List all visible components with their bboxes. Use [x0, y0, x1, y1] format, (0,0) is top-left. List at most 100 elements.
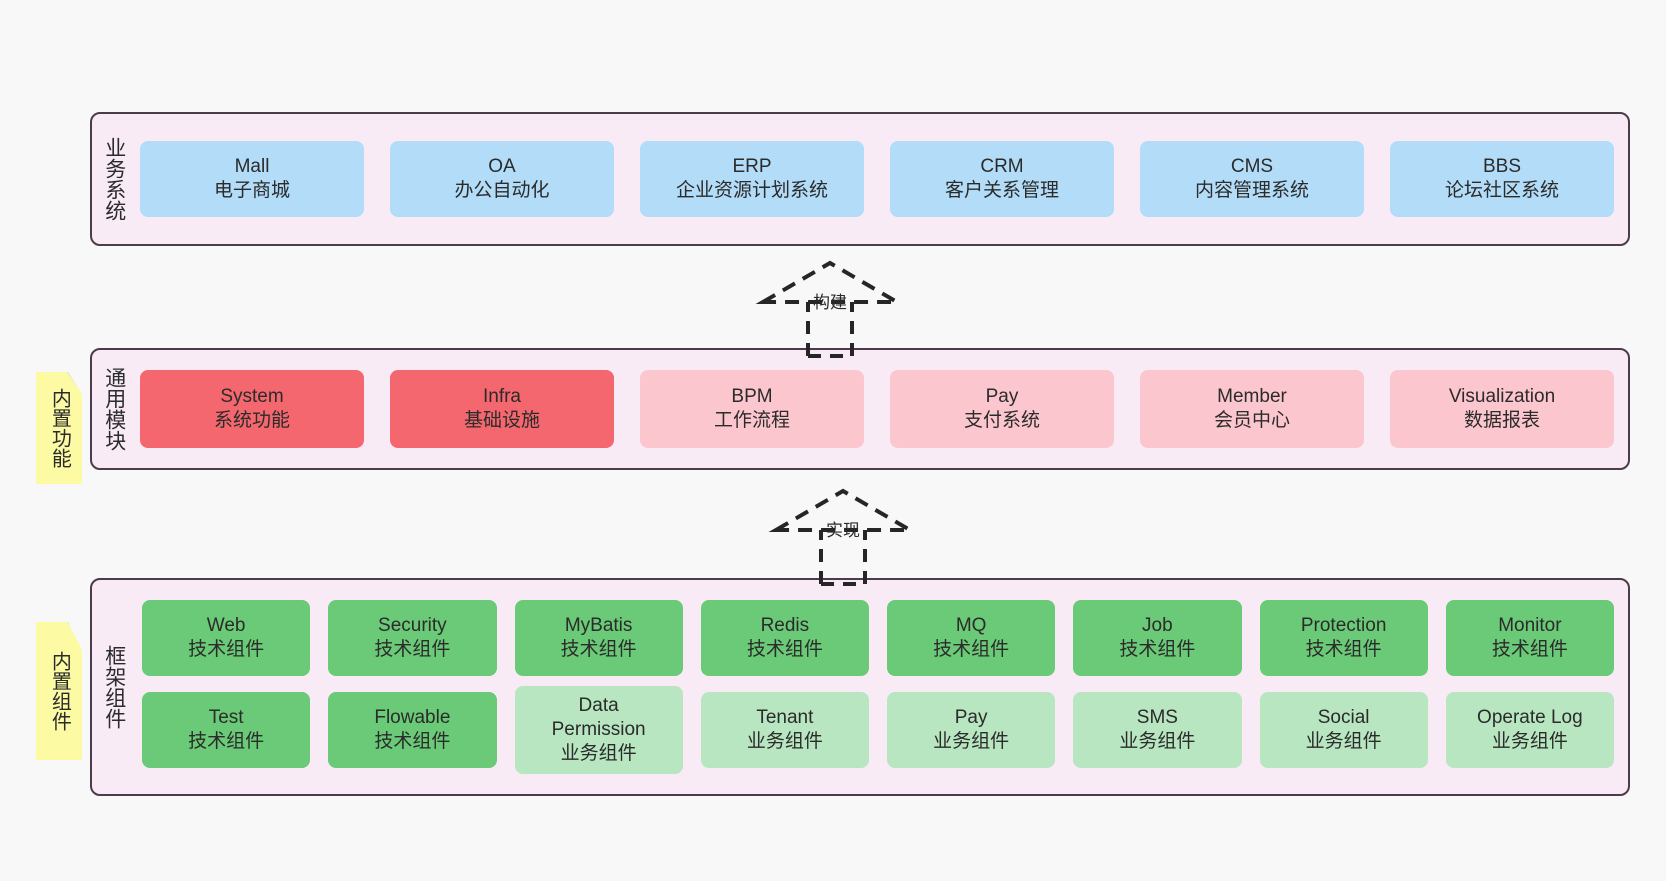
node-job[interactable]: Job 技术组件	[1073, 600, 1242, 676]
connector-build-label: 构建	[813, 293, 847, 312]
node-subtitle: 技术组件	[746, 639, 823, 660]
node-subtitle: 技术组件	[1491, 639, 1568, 660]
node-title: Job	[1142, 614, 1173, 636]
node-title: Redis	[760, 614, 810, 636]
node-subtitle: 业务组件	[746, 731, 823, 752]
node-mall[interactable]: Mall 电子商城	[140, 141, 364, 217]
node-sms[interactable]: SMS 业务组件	[1073, 692, 1242, 768]
node-title: System	[220, 385, 284, 407]
node-subtitle: 办公自动化	[454, 180, 550, 201]
node-subtitle: 技术组件	[374, 639, 451, 660]
layer-title-common-module: 通用模块	[102, 367, 126, 451]
node-subtitle: 业务组件	[933, 731, 1010, 752]
connector-implement-arrow	[768, 488, 918, 586]
node-mq[interactable]: MQ 技术组件	[887, 600, 1056, 676]
node-subtitle: 工作流程	[713, 410, 790, 431]
layer-title-business-system: 业务系统	[102, 137, 126, 221]
node-crm[interactable]: CRM 客户关系管理	[890, 141, 1114, 217]
layer-body-framework-component: Web 技术组件 Security 技术组件 MyBatis 技术组件 Redi…	[136, 580, 1628, 794]
node-title: Visualization	[1448, 385, 1556, 407]
node-pay[interactable]: Pay 支付系统	[890, 370, 1114, 448]
node-subtitle: 基础设施	[463, 410, 540, 431]
node-subtitle: 技术组件	[188, 639, 265, 660]
node-title: Web	[206, 614, 246, 636]
layer-common-module: 通用模块 System 系统功能 Infra 基础设施 BPM 工作流程 Pay…	[90, 348, 1630, 470]
node-title: MyBatis	[564, 614, 633, 636]
node-subtitle: 业务组件	[1491, 731, 1568, 752]
node-cms[interactable]: CMS 内容管理系统	[1140, 141, 1364, 217]
node-erp[interactable]: ERP 企业资源计划系统	[640, 141, 864, 217]
note-label: 内置功能	[48, 388, 71, 468]
node-title: Social	[1317, 706, 1370, 728]
node-security[interactable]: Security 技术组件	[328, 600, 497, 676]
node-data-permission[interactable]: Data Permission 业务组件	[514, 686, 683, 774]
note-builtin-component: 内置组件	[36, 622, 82, 760]
node-visualization[interactable]: Visualization 数据报表	[1390, 370, 1614, 448]
node-title: Pay	[954, 706, 988, 728]
node-subtitle: 业务组件	[1305, 731, 1382, 752]
node-subtitle: 电子商城	[213, 180, 290, 201]
node-social[interactable]: Social 业务组件	[1259, 692, 1428, 768]
node-subtitle: 技术组件	[188, 731, 265, 752]
node-bpm[interactable]: BPM 工作流程	[640, 370, 864, 448]
layer-body-common-module: System 系统功能 Infra 基础设施 BPM 工作流程 Pay 支付系统…	[136, 350, 1628, 468]
node-bbs[interactable]: BBS 论坛社区系统	[1390, 141, 1614, 217]
node-title: BBS	[1482, 155, 1522, 177]
node-title: Protection	[1300, 614, 1387, 636]
note-fold-corner-icon	[67, 622, 82, 644]
node-subtitle: 技术组件	[933, 639, 1010, 660]
connector-build: 构建	[755, 258, 945, 358]
node-title: SMS	[1136, 706, 1178, 728]
node-title: ERP	[732, 155, 772, 177]
node-monitor[interactable]: Monitor 技术组件	[1445, 600, 1614, 676]
node-flowable[interactable]: Flowable 技术组件	[328, 692, 497, 768]
layer-row: Mall 电子商城 OA 办公自动化 ERP 企业资源计划系统 CRM 客户关系…	[140, 141, 1614, 217]
node-title: BPM	[731, 385, 773, 407]
node-subtitle: 技术组件	[1305, 639, 1382, 660]
node-subtitle: 会员中心	[1213, 410, 1290, 431]
node-pay-component[interactable]: Pay 业务组件	[887, 692, 1056, 768]
layer-row: Test 技术组件 Flowable 技术组件 Data Permission …	[142, 686, 1614, 774]
connector-implement: 实现	[768, 488, 958, 588]
node-title: Operate Log	[1477, 706, 1583, 728]
node-oa[interactable]: OA 办公自动化	[390, 141, 614, 217]
node-subtitle: 技术组件	[560, 639, 637, 660]
node-title: CMS	[1230, 155, 1274, 177]
layer-body-business-system: Mall 电子商城 OA 办公自动化 ERP 企业资源计划系统 CRM 客户关系…	[136, 114, 1628, 244]
node-title: Monitor	[1498, 614, 1562, 636]
node-subtitle: 技术组件	[1119, 639, 1196, 660]
layer-title-framework-component: 框架组件	[102, 645, 126, 729]
node-subtitle: 系统功能	[213, 410, 290, 431]
node-web[interactable]: Web 技术组件	[142, 600, 311, 676]
layer-framework-component: 框架组件 Web 技术组件 Security 技术组件 MyBatis 技术组件…	[90, 578, 1630, 796]
node-subtitle: 技术组件	[374, 731, 451, 752]
node-subtitle: 论坛社区系统	[1444, 180, 1559, 201]
node-mybatis[interactable]: MyBatis 技术组件	[514, 600, 683, 676]
node-title: Data Permission	[551, 694, 646, 740]
node-redis[interactable]: Redis 技术组件	[700, 600, 869, 676]
note-builtin-function: 内置功能	[36, 372, 82, 484]
node-operate-log[interactable]: Operate Log 业务组件	[1445, 692, 1614, 768]
node-title: Mall	[234, 155, 270, 177]
node-member[interactable]: Member 会员中心	[1140, 370, 1364, 448]
layer-row: Web 技术组件 Security 技术组件 MyBatis 技术组件 Redi…	[142, 600, 1614, 676]
node-title: Infra	[482, 385, 522, 407]
connector-implement-label: 实现	[826, 521, 860, 540]
node-test[interactable]: Test 技术组件	[142, 692, 311, 768]
layer-row: System 系统功能 Infra 基础设施 BPM 工作流程 Pay 支付系统…	[140, 370, 1614, 448]
node-title: Flowable	[374, 706, 451, 728]
node-title: CRM	[980, 155, 1024, 177]
node-subtitle: 支付系统	[963, 410, 1040, 431]
node-subtitle: 业务组件	[560, 743, 637, 765]
node-title: Security	[378, 614, 447, 636]
node-infra[interactable]: Infra 基础设施	[390, 370, 614, 448]
node-subtitle: 数据报表	[1463, 410, 1540, 431]
node-subtitle: 内容管理系统	[1194, 180, 1309, 201]
node-system[interactable]: System 系统功能	[140, 370, 364, 448]
node-tenant[interactable]: Tenant 业务组件	[700, 692, 869, 768]
node-subtitle: 业务组件	[1119, 731, 1196, 752]
node-title: Pay	[985, 385, 1019, 407]
node-protection[interactable]: Protection 技术组件	[1259, 600, 1428, 676]
node-title: Tenant	[756, 706, 814, 728]
